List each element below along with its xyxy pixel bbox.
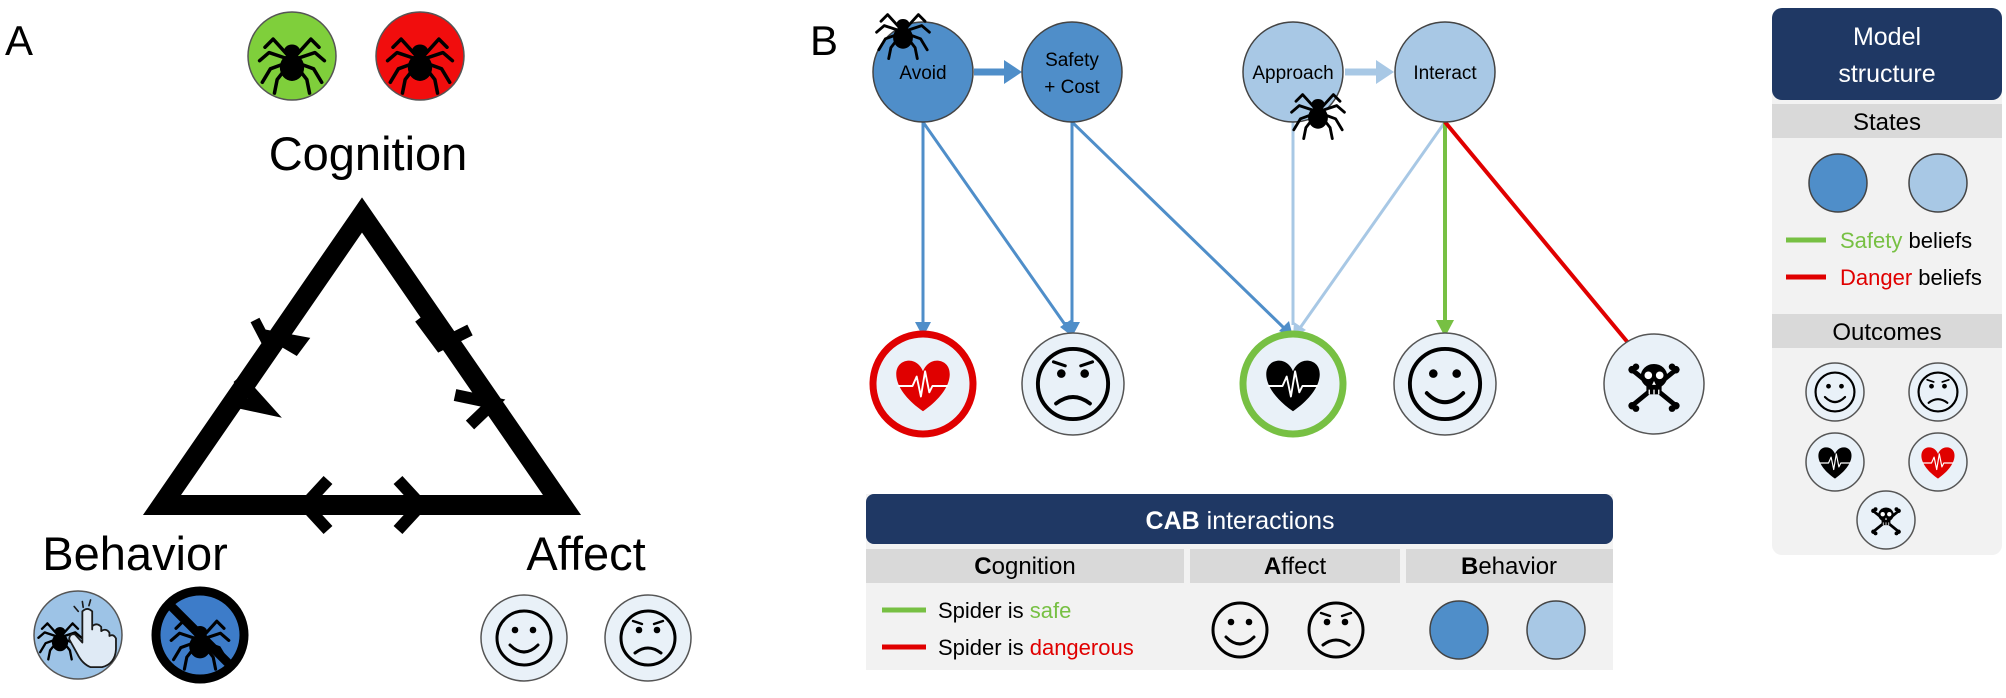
model-title-line2: structure [1838,60,1935,88]
state-interact: Interact [1394,21,1496,123]
model-title-line1: Model [1853,23,1921,51]
state-avoid-label: Avoid [899,63,946,84]
affect-sad-icon [604,594,692,682]
panel-a-letter: A [5,17,33,64]
state-safety-cost: Safety + Cost [1021,21,1123,123]
cab-state-dark [1429,600,1489,660]
state-interact-label: Interact [1413,63,1477,84]
outcome-happy [1393,332,1497,436]
outcome-panic-heart [869,330,977,438]
state-approach: Approach [1242,21,1346,141]
behavior-approach-icon [33,590,123,680]
model-outcomes-header: Outcomes [1832,319,1941,346]
cab-interactions-legend: CAB interactions Cognition Affect Behavi… [866,494,1613,670]
model-outcome-panic-heart [1908,432,1968,492]
cab-danger-label: Spider is dangerous [938,635,1134,660]
model-state-light [1908,153,1968,213]
model-outcome-happy [1805,362,1865,422]
panel-a: A Cognition Behavior Affect [5,11,692,684]
model-outcome-sad [1908,362,1968,422]
cab-state-light [1526,600,1586,660]
model-danger-beliefs: Danger beliefs [1840,265,1982,290]
state-safety-cost-line2: + Cost [1044,77,1100,98]
model-outcome-calm-heart [1805,432,1865,492]
outcome-calm-heart [1239,330,1347,438]
state-avoid: Avoid [872,13,974,123]
affect-happy-icon [480,594,568,682]
model-states-header: States [1853,109,1921,136]
model-outcome-death [1856,490,1916,550]
state-approach-label: Approach [1252,63,1333,84]
state-safety-cost-line1: Safety [1045,50,1099,71]
cab-safe-label: Spider is safe [938,598,1071,623]
cognition-dangerous-spider [375,11,465,101]
model-safety-beliefs: Safety beliefs [1840,228,1972,253]
cab-title: CAB interactions [1146,507,1335,535]
cognition-safe-spider [247,11,337,101]
panel-b-letter: B [810,17,838,64]
model-structure-panel: Model structure States Safety beliefs Da… [1772,8,2002,555]
state-transition-arrows [974,60,1394,84]
cab-col-behavior: Behavior [1461,553,1557,580]
behavior-label: Behavior [42,527,228,580]
model-state-dark [1808,153,1868,213]
state-outcome-links [915,120,1654,374]
outcome-sad [1021,332,1125,436]
cab-col-affect: Affect [1264,553,1327,580]
panel-b: B Avoid [810,13,1705,670]
behavior-avoid-icon [151,586,249,684]
affect-label: Affect [526,527,645,580]
cab-col-cognition: Cognition [974,553,1075,580]
outcome-death [1603,333,1705,435]
cab-triangle [142,197,582,535]
cognition-label: Cognition [269,127,468,180]
